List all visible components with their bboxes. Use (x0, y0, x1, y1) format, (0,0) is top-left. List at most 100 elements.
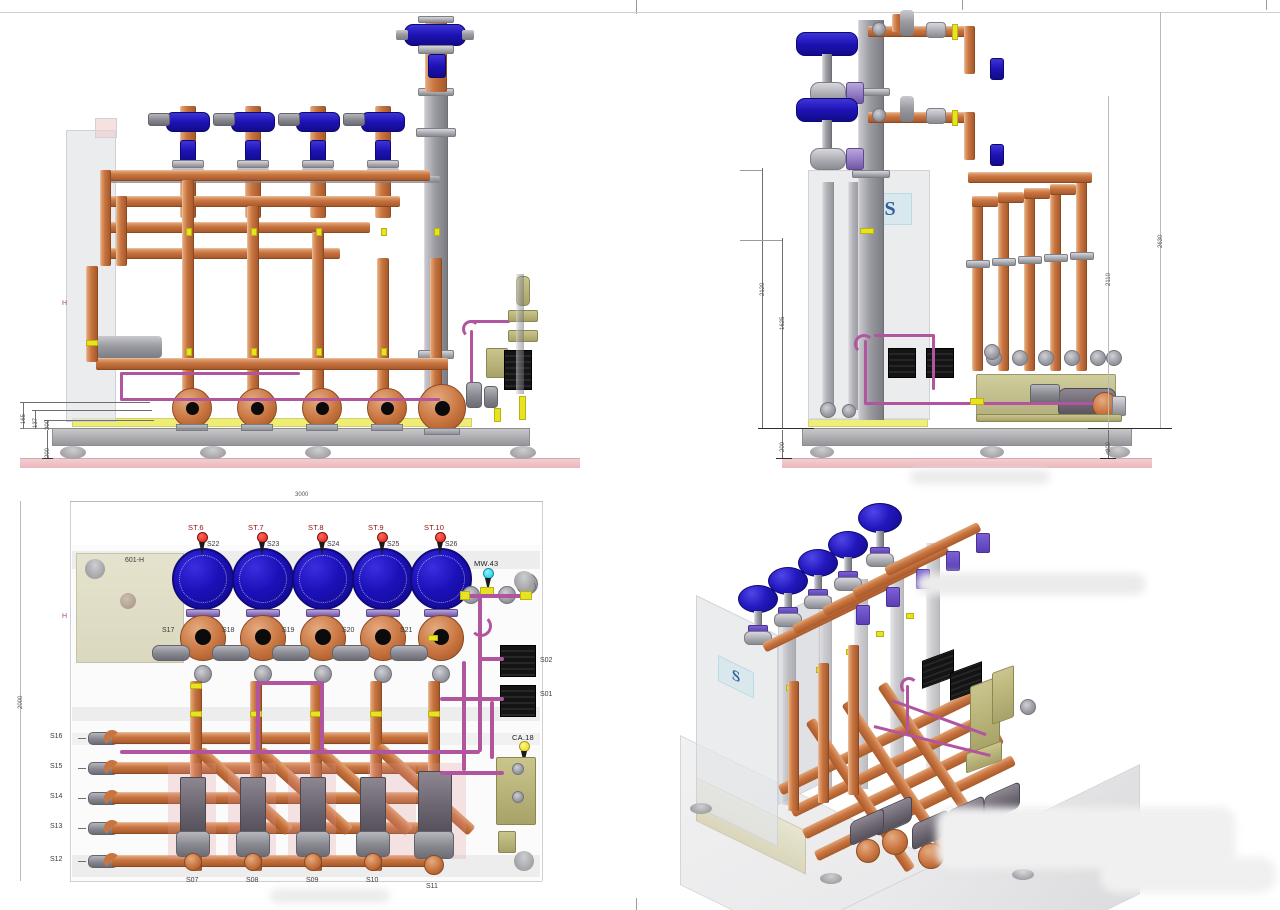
item-no-s24: S24 (327, 541, 340, 548)
dimension-line-v (23, 402, 24, 429)
top-stem (396, 30, 408, 40)
top-actuator-upper (404, 24, 466, 46)
tag-label-st9: ST.9 (368, 523, 384, 532)
dimension-extension (20, 428, 220, 429)
plan-outline-right (542, 501, 543, 881)
dimension-line-v (35, 410, 36, 429)
dimension-line-v (782, 238, 783, 428)
skid-foot (980, 446, 1004, 458)
dimension-line-v (20, 501, 21, 881)
item-no-s07: S07 (186, 877, 199, 884)
dimension-line-v (47, 420, 48, 429)
dimension-extension (1100, 458, 1116, 459)
titleblock-note (1040, 897, 1042, 903)
item-no-s21: S21 (400, 627, 413, 634)
item-no-s13: S13 (50, 823, 63, 830)
iso-foot (820, 873, 842, 884)
crop-mark-top (636, 0, 637, 14)
dimension-extension (740, 170, 762, 171)
redacted-note-side (910, 470, 1050, 484)
manifold-flange (1044, 254, 1068, 262)
crop-mark-right-upper (1266, 0, 1267, 10)
item-no-s01: S01 (540, 691, 553, 698)
manifold-handwheel (1012, 350, 1028, 366)
control-valve-2-actuator (796, 98, 858, 122)
iso-vert-drop-3 (848, 645, 859, 795)
tag-label-st8: ST.8 (308, 523, 324, 532)
manifold-gauge-right (1106, 350, 1122, 366)
gasket-marker (952, 24, 958, 40)
item-no-s02: S02 (540, 657, 553, 664)
upper-copper-header (868, 26, 974, 37)
manifold-flange (966, 260, 990, 268)
mid-copper-drop (964, 112, 975, 160)
base-plate-edge (976, 414, 1122, 422)
enclosure-panel-rear (95, 118, 117, 138)
valve-motor-1 (148, 113, 170, 126)
gasket-marker (251, 228, 257, 236)
manifold-leg-5 (1076, 180, 1087, 371)
iso-branch-valve-1 (856, 605, 870, 625)
view-isometric: S (660, 485, 1280, 910)
riser-flange (416, 128, 456, 137)
enclosure-port (120, 593, 136, 609)
manifold-leg-1 (972, 196, 983, 371)
item-no-s22: S22 (207, 541, 220, 548)
control-box-b (926, 348, 954, 378)
instrument-tube-branch (470, 330, 473, 398)
analyser-gasket (519, 396, 526, 420)
gasket-marker (381, 348, 387, 356)
skid-foot (510, 446, 536, 459)
dimension-terminator (42, 458, 53, 459)
tag-stem-st6 (199, 542, 205, 555)
handwheel-mid (872, 108, 886, 122)
left-riser-gasket (86, 340, 98, 346)
plan-outline-left (70, 501, 71, 881)
sample-pump-b (484, 386, 498, 408)
gasket-marker (970, 398, 984, 405)
dimension-2000: 2000 (18, 695, 24, 709)
control-valve-1-actuator (796, 32, 858, 56)
skid-base-beam (52, 428, 530, 446)
iso-foot (690, 803, 712, 814)
analyser-gasket (494, 408, 501, 422)
tag-label-mw43: MW.43 (474, 559, 499, 568)
dimension-1625: 1625 (780, 316, 786, 330)
drop-pipe-4 (377, 258, 389, 395)
item-no-s20: S20 (342, 627, 355, 634)
dimension-2120: 2120 (760, 282, 766, 296)
left-riser (86, 266, 98, 362)
dimension-extension (776, 458, 792, 459)
instrument-tube-main (120, 398, 440, 401)
handwheel-upper (872, 22, 886, 36)
dimension-extension (758, 428, 814, 429)
analyser-valve (512, 791, 524, 803)
crop-mark-mid (962, 0, 963, 10)
upper-copper-drop (964, 26, 975, 74)
floor-slab (20, 458, 580, 468)
valve-flange-2 (237, 160, 269, 168)
suction-strainer (96, 336, 162, 358)
skid-foot (1106, 446, 1130, 458)
dimension-200b: 200 (45, 447, 51, 458)
item-no-s18: S18 (222, 627, 235, 634)
item-no-s17: S17 (162, 627, 175, 634)
redacted-note-iso-top (916, 573, 1146, 595)
crop-mark-bottom (636, 898, 637, 910)
tag-stem-st9 (379, 542, 385, 555)
manifold-leg-3 (1024, 188, 1035, 371)
valve-motor-3 (278, 113, 300, 126)
dimension-line-h (70, 501, 542, 502)
instrument-tube-branch (874, 334, 934, 337)
header-pipe-1 (100, 170, 430, 181)
item-no-s25: S25 (387, 541, 400, 548)
tag-label-st7: ST.7 (248, 523, 264, 532)
outlet-valve-mid (990, 144, 1004, 166)
analyser-subblock (498, 831, 516, 853)
dimension-extension (44, 420, 154, 421)
gasket-marker (316, 228, 322, 236)
item-no-s19: S19 (282, 627, 295, 634)
item-no-s12: S12 (50, 856, 63, 863)
gasket-marker (434, 228, 440, 236)
